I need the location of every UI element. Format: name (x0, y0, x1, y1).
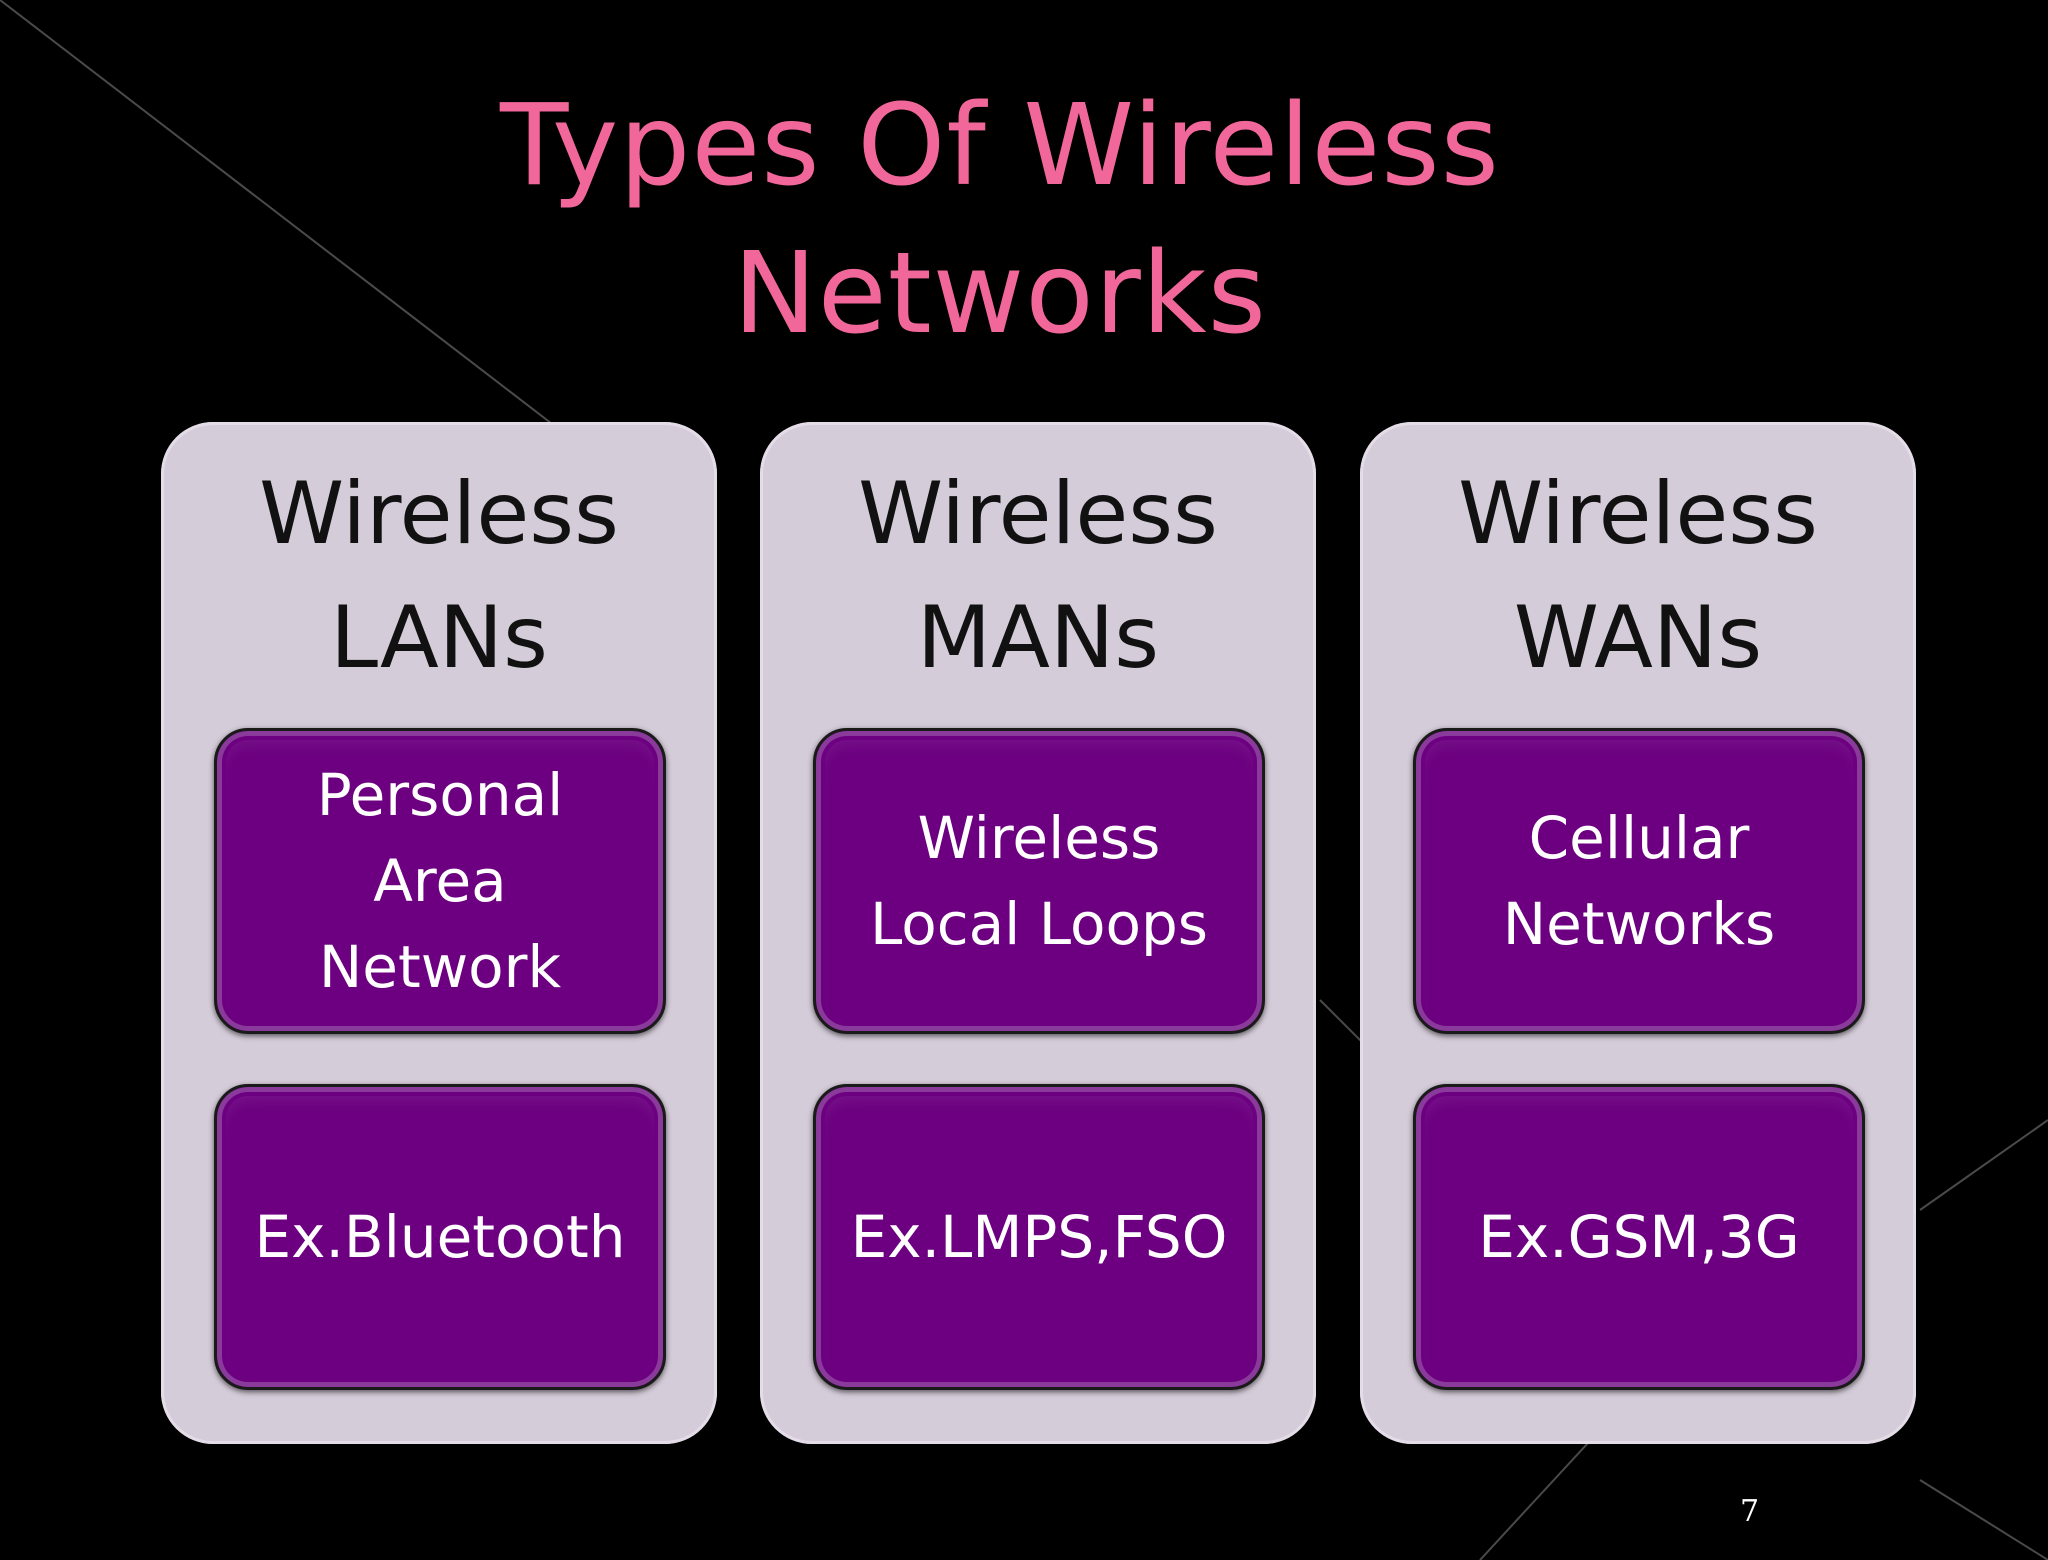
page-number: 7 (1740, 1494, 1760, 1529)
title-line: Types Of Wireless (499, 81, 1500, 211)
box-text-line: Network (318, 933, 562, 1001)
network-type-box: Wireless Local Loops (813, 728, 1265, 1034)
box-text-line: Ex.Bluetooth (254, 1203, 626, 1271)
heading-line: WANs (1513, 588, 1763, 688)
box-text-line: Networks (1502, 890, 1776, 958)
example-box: Ex.GSM,3G (1413, 1084, 1865, 1390)
network-type-box: Cellular Networks (1413, 728, 1865, 1034)
diagonal-line (0, 0, 561, 431)
column-heading: Wireless WANs (1360, 452, 1916, 700)
slide-title: Types Of Wireless Networks (300, 72, 1700, 368)
box-text-line: Wireless (917, 804, 1161, 872)
diagonal-line (1919, 1479, 2048, 1560)
diagonal-line (1479, 1429, 1601, 1560)
column-heading: Wireless MANs (760, 452, 1316, 700)
box-text-line: Local Loops (869, 890, 1209, 958)
network-type-box: Personal Area Network (214, 728, 666, 1034)
box-text-line: Area (373, 847, 507, 915)
column-wireless-wans: Wireless WANs Cellular Networks Ex.GSM,3… (1360, 422, 1916, 1444)
example-box: Ex.LMPS,FSO (813, 1084, 1265, 1390)
diagonal-line (1919, 1119, 2048, 1211)
heading-line: MANs (916, 588, 1160, 688)
heading-line: Wireless (1458, 464, 1818, 564)
column-wireless-lans: Wireless LANs Personal Area Network Ex.B… (161, 422, 717, 1444)
box-text-line: Ex.LMPS,FSO (850, 1203, 1228, 1271)
title-line: Networks (733, 229, 1267, 359)
column-wireless-mans: Wireless MANs Wireless Local Loops Ex.LM… (760, 422, 1316, 1444)
box-text-line: Personal (316, 761, 564, 829)
box-text-line: Cellular (1528, 804, 1750, 872)
heading-line: LANs (330, 588, 548, 688)
heading-line: Wireless (858, 464, 1218, 564)
box-text-line: Ex.GSM,3G (1478, 1203, 1800, 1271)
example-box: Ex.Bluetooth (214, 1084, 666, 1390)
column-heading: Wireless LANs (161, 452, 717, 700)
heading-line: Wireless (259, 464, 619, 564)
